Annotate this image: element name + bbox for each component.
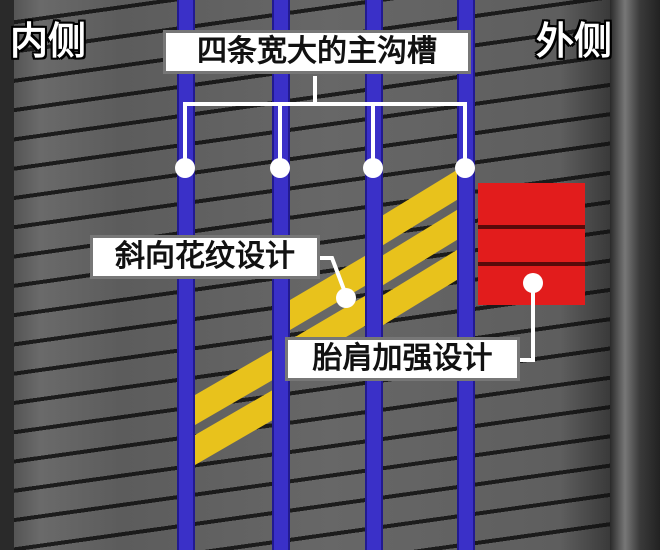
marker-dot (363, 158, 383, 178)
marker-dot (523, 273, 543, 293)
main-groove-4 (457, 0, 475, 550)
marker-dot (336, 288, 356, 308)
inner-side-label: 内侧 (10, 19, 87, 63)
connector-line (183, 102, 467, 106)
outer-sidewall (610, 0, 660, 550)
shoulder-reinforcement-label: 胎肩加强设计 (285, 337, 520, 381)
inner-sidewall (0, 0, 14, 550)
main-grooves-label: 四条宽大的主沟槽 (163, 30, 471, 74)
diagonal-pattern-label: 斜向花纹设计 (90, 235, 320, 279)
marker-dot (455, 158, 475, 178)
connector-line (313, 76, 317, 104)
main-groove-3 (365, 0, 383, 550)
outer-side-label: 外侧 (536, 19, 613, 63)
marker-dot (270, 158, 290, 178)
marker-dot (175, 158, 195, 178)
